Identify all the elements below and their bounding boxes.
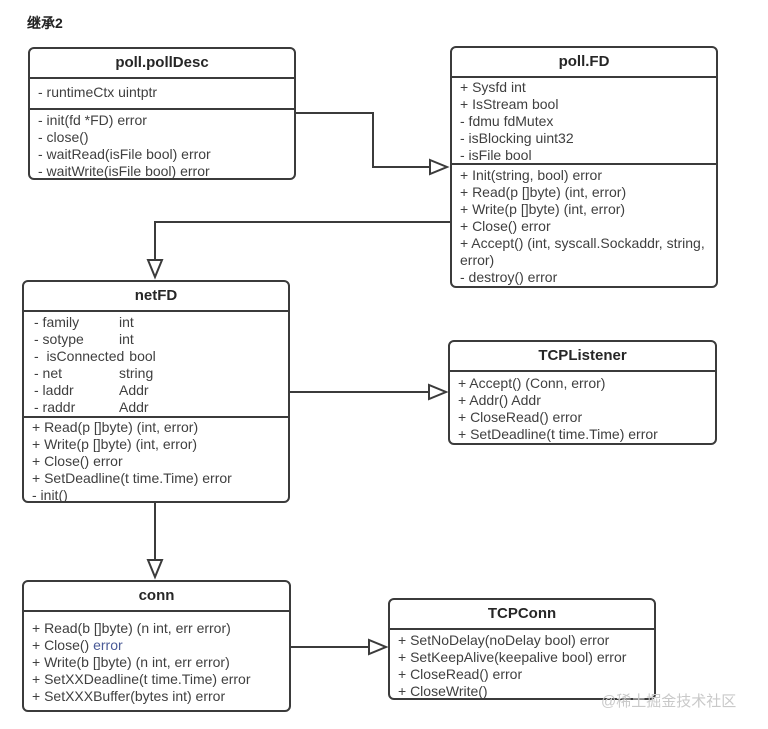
methods-section: + Init(string, bool) error + Read(p []by… (452, 165, 716, 286)
method: + Read(p []byte) (int, error) (32, 419, 199, 435)
method: + Close() error (32, 453, 123, 469)
methods-section: - init(fd *FD) error - close() - waitRea… (30, 110, 294, 179)
method: + Read(p []byte) (int, error) (460, 184, 627, 200)
class-title: netFD (24, 282, 288, 312)
method: + Read(b []byte) (n int, err error) (32, 620, 231, 636)
class-title: TCPConn (390, 600, 654, 630)
method: + Accept() (Conn, error) (458, 375, 606, 391)
attribute: + Sysfd int (460, 79, 526, 95)
attribute: - isFile bool (460, 147, 532, 163)
method: + SetXXXBuffer(bytes int) error (32, 688, 226, 704)
edge-netfd-to-tcplistener (290, 383, 449, 401)
method: + Write(b []byte) (n int, err error) (32, 654, 230, 670)
edge-netfd-to-conn (146, 503, 164, 580)
edge-polldesc-to-pollfd (296, 112, 450, 176)
error-link-text: error (93, 637, 123, 653)
method: - destroy() error (460, 269, 558, 285)
class-title: conn (24, 582, 289, 612)
method: + SetDeadline(t time.Time) error (32, 470, 232, 486)
method: + CloseRead() error (398, 666, 523, 682)
attribute: + IsStream bool (460, 96, 559, 112)
method: + Write(p []byte) (int, error) (460, 201, 626, 217)
methods-section: + SetNoDelay(noDelay bool) error + SetKe… (390, 630, 654, 699)
attribute: - fdmu fdMutex (460, 113, 554, 129)
methods-section: + Accept() (Conn, error) + Addr() Addr +… (450, 372, 715, 443)
diagram-heading: 继承2 (27, 15, 63, 31)
method: + SetXXDeadline(t time.Time) error (32, 671, 251, 687)
method: + Accept() (int, syscall.Sockaddr, strin… (460, 235, 705, 268)
class-box-conn: conn + Read(b []byte) (n int, err error)… (22, 580, 291, 712)
method: + Init(string, bool) error (460, 167, 602, 183)
method: - waitWrite(isFile bool) error (38, 163, 210, 179)
method: + CloseRead() error (458, 409, 583, 425)
edge-conn-to-tcpconn (291, 638, 389, 656)
method: + Addr() Addr (458, 392, 541, 408)
class-title: poll.FD (452, 48, 716, 78)
method: - init(fd *FD) error (38, 112, 147, 128)
edge-pollfd-to-netfd (146, 221, 450, 280)
method: + Close() error (32, 637, 123, 653)
attribute: - isBlocking uint32 (460, 130, 574, 146)
class-title: poll.pollDesc (30, 49, 294, 79)
method: + Close() error (460, 218, 551, 234)
class-box-tcpconn: TCPConn + SetNoDelay(noDelay bool) error… (388, 598, 656, 700)
method: + SetKeepAlive(keepalive bool) error (398, 649, 627, 665)
class-box-poll-fd: poll.FD + Sysfd int + IsStream bool - fd… (450, 46, 718, 288)
class-box-tcplistener: TCPListener + Accept() (Conn, error) + A… (448, 340, 717, 445)
method: + Write(p []byte) (int, error) (32, 436, 198, 452)
methods-section: + Read(b []byte) (n int, err error) + Cl… (24, 612, 289, 709)
attributes-section: - runtimeCtx uintptr (30, 79, 294, 110)
method: + CloseWrite() (398, 683, 488, 699)
attribute: - runtimeCtx uintptr (38, 84, 158, 100)
method: - waitRead(isFile bool) error (38, 146, 211, 162)
watermark: @稀土掘金技术社区 (601, 693, 737, 710)
method: - close() (38, 129, 89, 145)
attributes-section: + Sysfd int + IsStream bool - fdmu fdMut… (452, 78, 716, 165)
method: - init() (32, 487, 68, 503)
method: + SetNoDelay(noDelay bool) error (398, 632, 610, 648)
class-title: TCPListener (450, 342, 715, 372)
method: + SetDeadline(t time.Time) error (458, 426, 658, 442)
class-box-poll-polldesc: poll.pollDesc - runtimeCtx uintptr - ini… (28, 47, 296, 180)
methods-section: + Read(p []byte) (int, error) + Write(p … (24, 418, 288, 503)
